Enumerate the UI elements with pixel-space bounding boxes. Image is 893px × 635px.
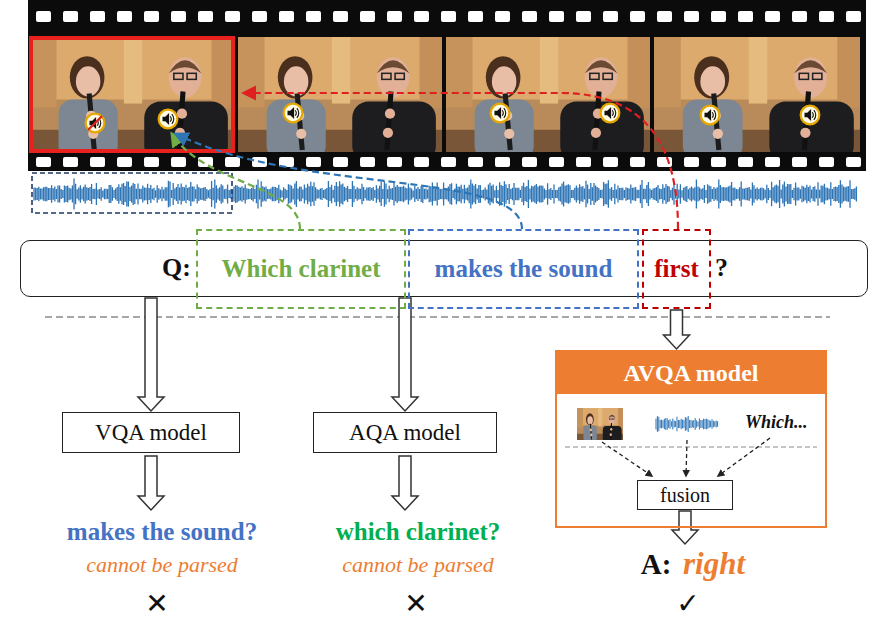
header-band: AVQA model xyxy=(557,352,825,394)
answer-prefix: A: xyxy=(641,548,672,581)
answer-text: right xyxy=(683,546,745,582)
node-text: first xyxy=(654,255,698,283)
node-text: Which... xyxy=(745,412,808,433)
fusion-box: fusion xyxy=(637,480,733,510)
question-box: Q:? Which clarinet makes the sound first xyxy=(20,240,868,297)
model-box: AQA model xyxy=(313,412,497,453)
avqa-model-box: AVQA modelWhich... fusion xyxy=(555,350,827,528)
phrase-box: makes the sound xyxy=(408,229,639,309)
node-text: AVQA model xyxy=(624,360,759,387)
note-text: cannot be parsed xyxy=(86,552,238,577)
cross-mark: ✕ xyxy=(145,588,168,620)
model-box: VQA model xyxy=(62,412,240,453)
node-text: fusion xyxy=(660,484,710,507)
hollow-arrow xyxy=(138,298,164,411)
output-text: which clarinet? xyxy=(336,518,501,547)
node-text: AQA model xyxy=(349,420,461,446)
hollow-arrow xyxy=(664,310,690,349)
node-text: Which clarinet xyxy=(221,255,380,283)
node-text: VQA model xyxy=(95,420,207,446)
phrase-box: Which clarinet xyxy=(196,229,406,309)
hollow-arrow xyxy=(392,298,418,411)
node-text: Q: xyxy=(162,251,191,285)
phrase-box: first xyxy=(642,229,711,309)
output-text: makes the sound? xyxy=(67,518,257,547)
check-mark: ✓ xyxy=(676,588,699,620)
cross-mark: ✕ xyxy=(404,588,427,620)
note-text: cannot be parsed xyxy=(342,552,494,577)
node-text: makes the sound xyxy=(435,255,613,283)
node-text: ? xyxy=(715,251,728,285)
